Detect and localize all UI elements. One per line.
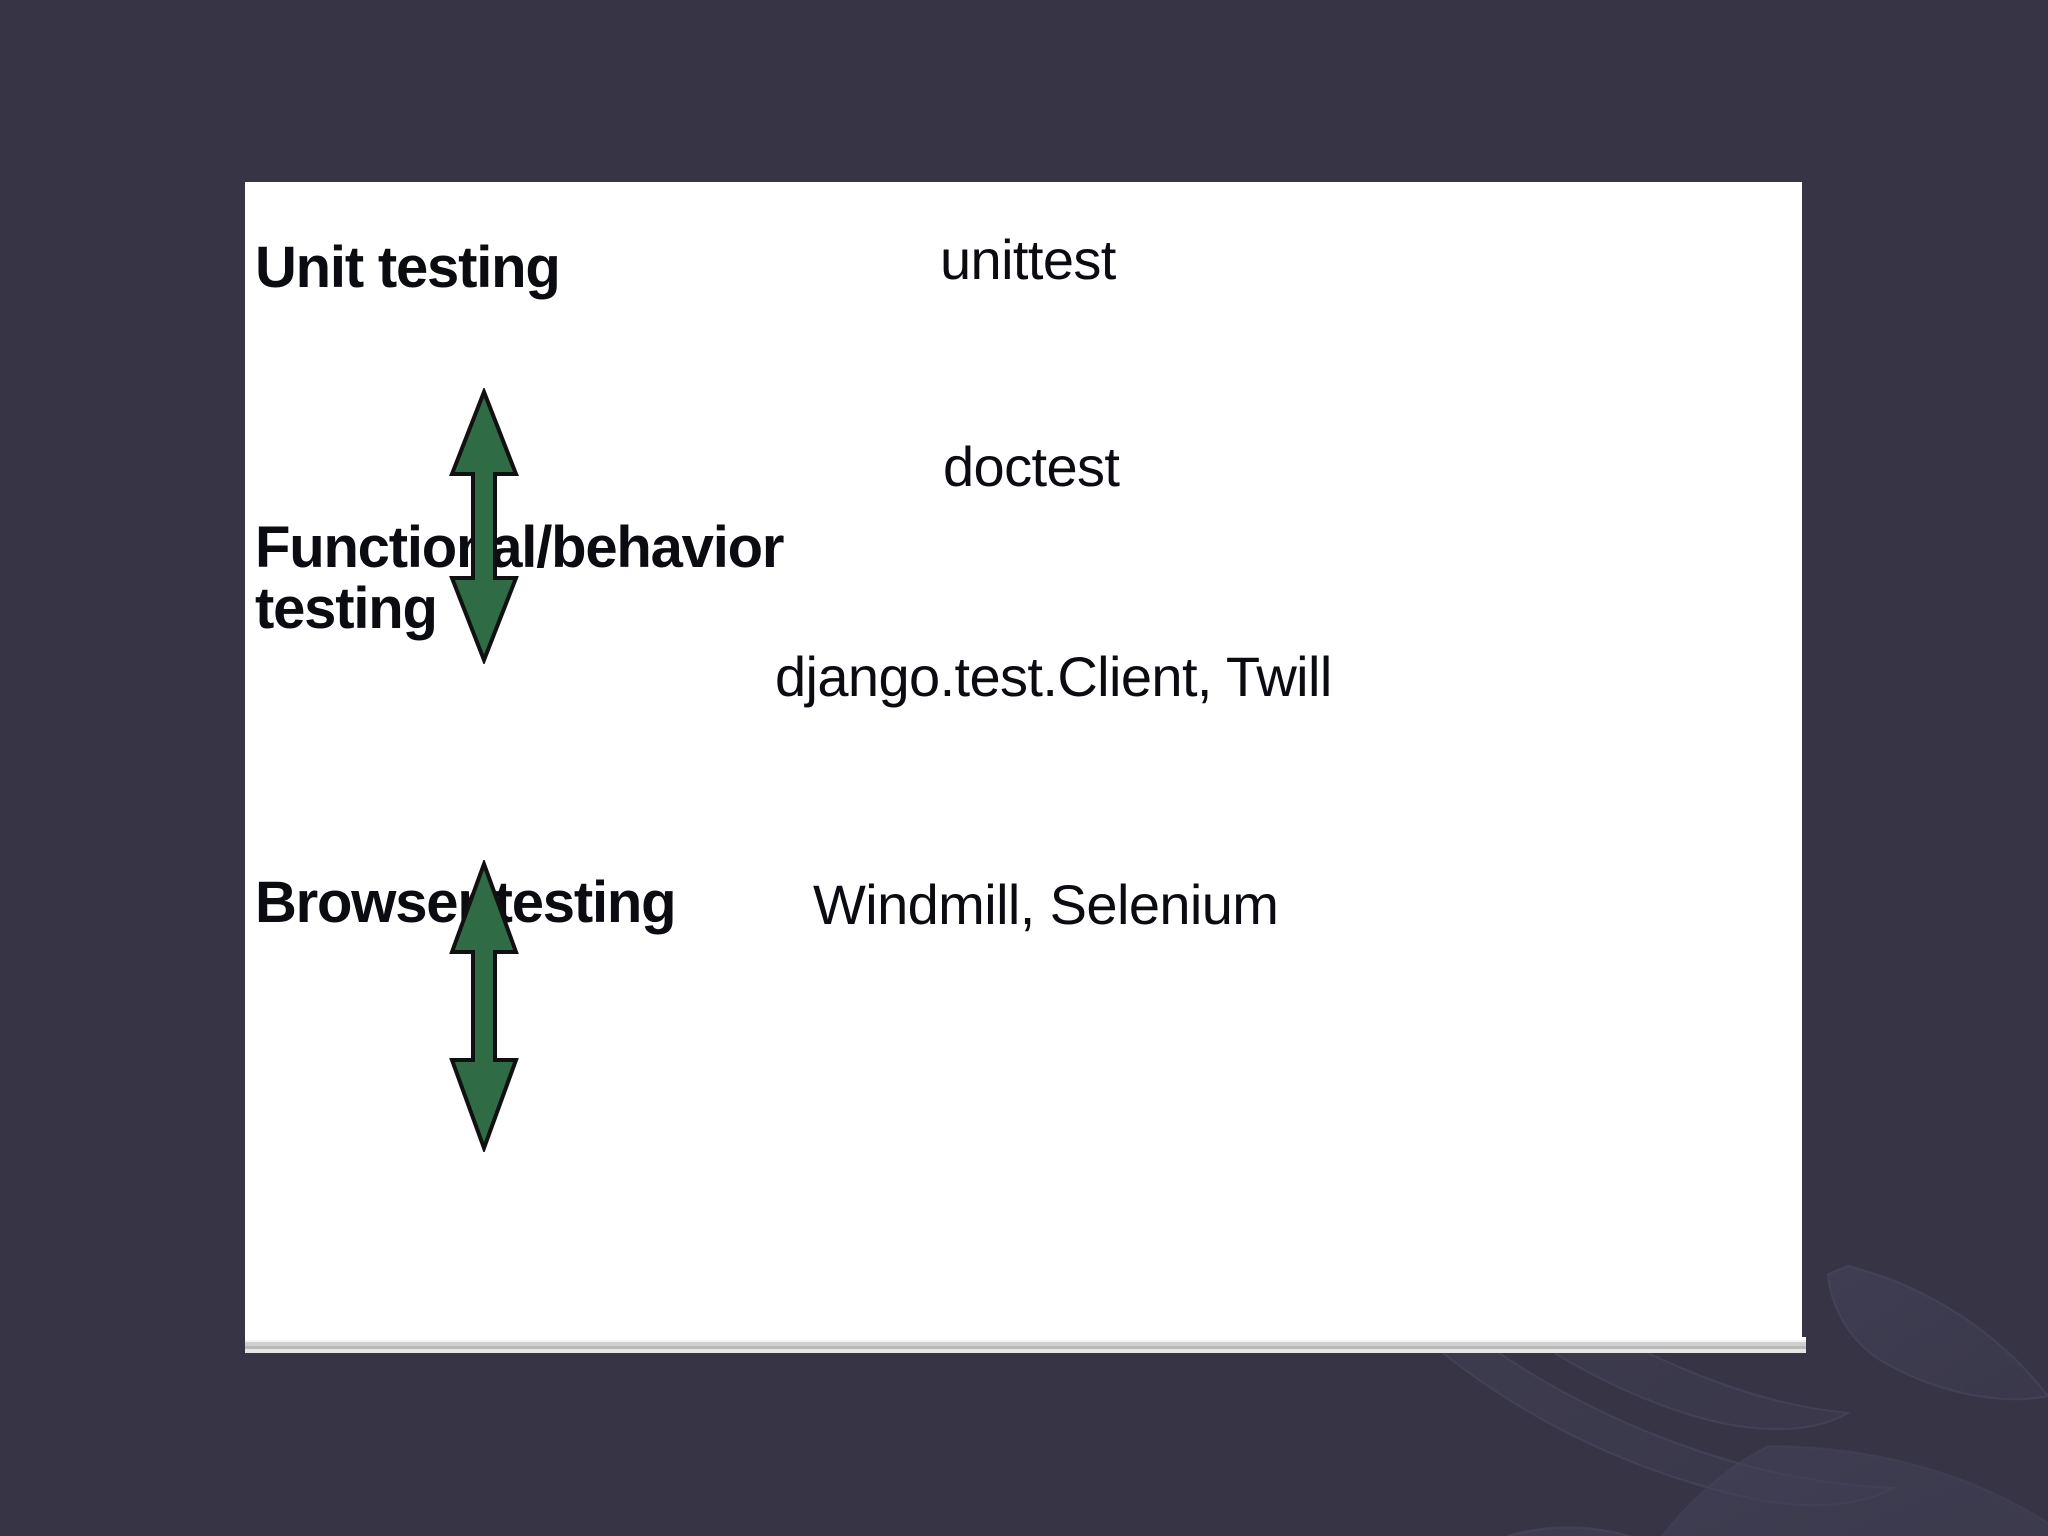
level-label-browser-testing: Browser testing [255, 870, 677, 935]
tool-label-unittest: unittest [940, 228, 1116, 291]
tool-label-doctest: doctest [943, 435, 1120, 498]
slide-surface: Unit testing Functional/behavior testing… [245, 182, 1802, 1337]
tool-label-django-test-client-twill: django.test.Client, Twill [775, 645, 1332, 708]
tool-label-windmill-selenium: Windmill, Selenium [813, 873, 1279, 936]
slide-bottom-shadow [245, 1337, 1806, 1353]
double-headed-arrow-icon-upper [442, 388, 526, 664]
double-headed-arrow-icon-lower [442, 860, 526, 1152]
level-label-functional-behavior-testing: Functional/behavior testing [255, 515, 784, 642]
level-label-unit-testing: Unit testing [255, 235, 561, 300]
